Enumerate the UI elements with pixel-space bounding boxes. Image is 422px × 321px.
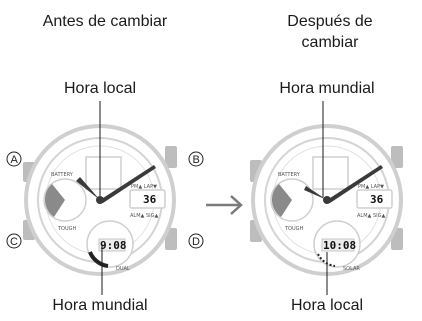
before-label-pm-lap: PM▲ LAP▼	[131, 184, 157, 190]
before-lower-arc	[88, 251, 109, 268]
before-heading: Antes de cambiar	[42, 13, 168, 30]
after-heading: Después de cambiar	[255, 11, 405, 53]
before-right-subdial	[129, 189, 166, 209]
before-top-callout: Hora local	[63, 80, 137, 97]
after-right-subdial	[356, 189, 393, 209]
after-heading-line2: cambiar	[301, 34, 359, 51]
after-sub-display: 36	[370, 193, 384, 206]
before-lower-display: 9:08	[100, 239, 127, 252]
before-minute-hand	[100, 165, 156, 203]
before-hour-hand	[76, 177, 100, 200]
after-minute-hand	[327, 165, 383, 203]
before-button-label-b: B	[193, 154, 200, 166]
before-sub-display: 36	[143, 193, 157, 206]
before-label-dual: DUAL	[116, 266, 130, 272]
after-bottom-callout: Hora local	[290, 297, 364, 314]
after-label-battery: BATTERY	[278, 172, 301, 178]
after-lcd-window	[312, 156, 349, 190]
before-button-label-d: D	[192, 236, 200, 248]
before-side-button-b	[165, 146, 177, 168]
after-label-solar: SOLAR	[343, 266, 360, 272]
before-label-alm-sig: ALM▲ SIG▲	[130, 213, 158, 219]
after-heading-line1: Después de	[287, 13, 373, 30]
after-lower-display: 10:08	[323, 239, 356, 252]
after-label-pm-lap: PM▲ LAP▼	[358, 184, 384, 190]
before-button-label-a: A	[11, 154, 19, 166]
after-label-tough: TOUGH	[284, 226, 304, 232]
before-lcd-window	[85, 156, 122, 190]
before-label-tough: TOUGH	[57, 226, 77, 232]
before-watch: 36 9:08 PM▲ LAP▼ ALM▲ SIG▲ BATTERY TOUGH…	[6, 101, 204, 295]
before-button-label-c: C	[10, 236, 18, 248]
after-top-callout: Hora mundial	[279, 80, 375, 97]
before-label-battery: BATTERY	[51, 172, 74, 178]
after-hour-hand	[304, 186, 327, 200]
after-watch: 36 10:08 PM▲ LAP▼ ALM▲ SIG▲ BATTERY TOUG…	[250, 101, 403, 295]
before-bottom-callout: Hora mundial	[52, 297, 148, 314]
before-subdial-fill	[44, 184, 65, 217]
after-label-alm-sig: ALM▲ SIG▲	[357, 213, 385, 219]
transition-arrow	[206, 195, 243, 215]
